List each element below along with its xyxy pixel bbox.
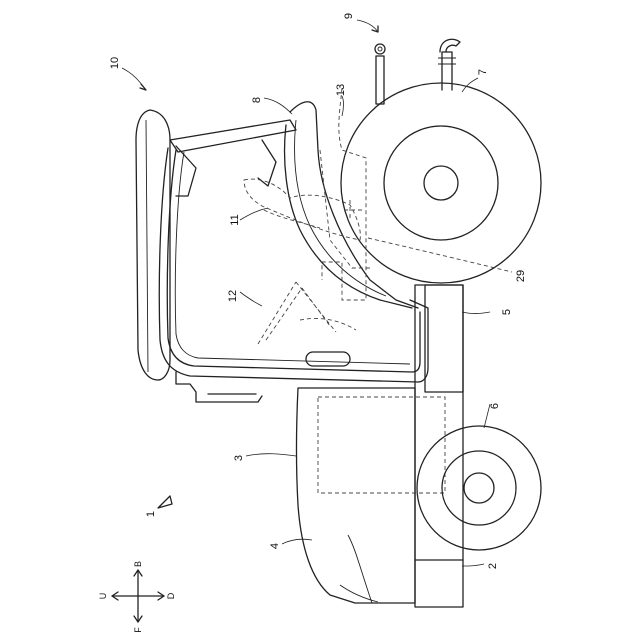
seat-cushion-line: [264, 210, 320, 228]
top-link-hook: [440, 39, 460, 52]
label-1: 1: [145, 511, 157, 517]
leader-3: [246, 454, 296, 456]
front-rim: [442, 451, 516, 525]
arrow-head-10: [140, 84, 146, 90]
leader-8: [264, 98, 292, 114]
leader-11: [240, 208, 268, 220]
front-wheel: [417, 426, 541, 550]
hood-crease: [348, 535, 372, 603]
rear-pillar-edge: [295, 120, 386, 296]
label-10: 10: [109, 57, 121, 69]
hitch-pin: [375, 44, 385, 54]
label-2: 2: [487, 563, 499, 569]
leader-9: [357, 20, 378, 32]
cabin-roof: [136, 110, 170, 380]
leader-4: [282, 539, 312, 544]
mid-pillar-bracket: [258, 140, 276, 186]
door-handle: [306, 352, 350, 366]
rear-rim: [384, 126, 498, 240]
label-6: 6: [489, 403, 501, 409]
cabin-frame-outer: [159, 148, 428, 382]
cabin-frame-inner: [167, 150, 420, 372]
dir-label-front: F: [133, 627, 143, 633]
front-pillar-bracket: [176, 146, 196, 196]
rear-mechanism: [320, 88, 512, 300]
label-8: 8: [251, 97, 263, 103]
rear-tire: [341, 83, 541, 283]
hood-outline: [297, 388, 416, 603]
label-11: 11: [229, 214, 241, 225]
rear-hub: [424, 166, 458, 200]
label-4: 4: [269, 543, 281, 549]
leader-12: [240, 292, 262, 306]
cabin-upper-beam: [170, 120, 296, 152]
rear-axle-housing: [425, 285, 463, 392]
cabin: [136, 102, 428, 402]
label-7: 7: [477, 69, 489, 75]
leader-10: [122, 68, 146, 90]
label-13: 13: [335, 84, 347, 96]
rear-wheel: [341, 83, 541, 283]
hood: [297, 388, 416, 603]
lower-frame: [415, 285, 463, 607]
front-tire: [417, 426, 541, 550]
front-hub: [464, 473, 494, 503]
label-9: 9: [343, 13, 355, 19]
top-link-bands: [438, 58, 456, 64]
roof-inner-line: [146, 120, 148, 372]
hitch-pin-inner: [378, 47, 382, 51]
label-12: 12: [227, 290, 239, 302]
leader-7: [462, 78, 478, 92]
hitch-rod: [376, 56, 384, 104]
engine-box: [318, 397, 445, 493]
label-5: 5: [501, 309, 513, 315]
direction-indicator: [112, 570, 164, 622]
leader-5: [462, 312, 490, 314]
leader-29: [368, 238, 512, 272]
vehicle-body-frame: [415, 285, 463, 607]
arrow-1: [158, 496, 172, 508]
dir-label-back: B: [133, 561, 143, 567]
dir-label-down: D: [166, 592, 176, 599]
steering-column: [258, 282, 356, 344]
hitch: [375, 39, 460, 104]
leader-2: [462, 564, 484, 566]
label-3: 3: [233, 455, 245, 461]
label-29: 29: [515, 270, 527, 282]
dir-label-up: U: [98, 593, 108, 600]
leader-13: [342, 96, 344, 116]
